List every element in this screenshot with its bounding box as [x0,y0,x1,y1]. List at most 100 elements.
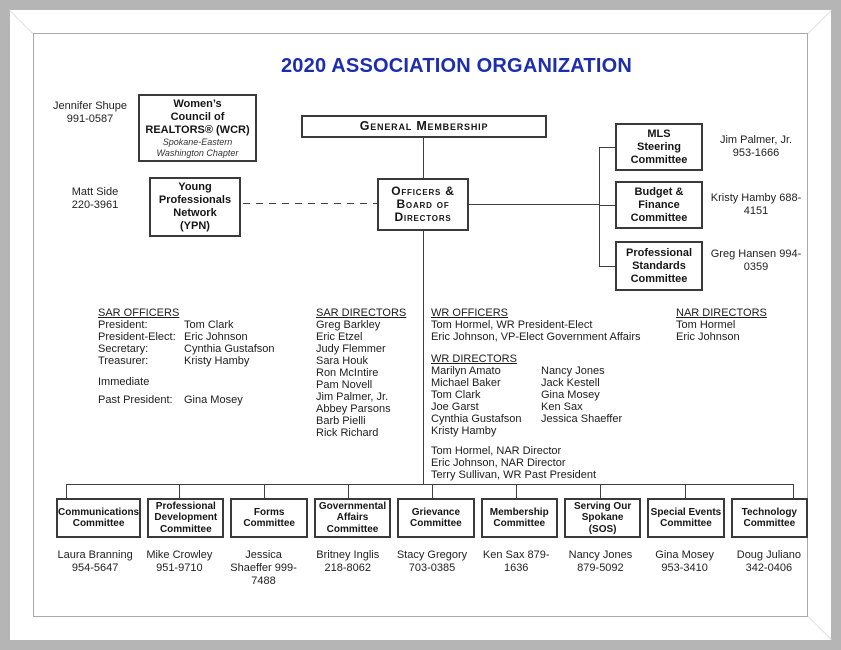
chair-phone: 951-9710 [156,562,203,574]
box-line: Special Events [650,506,722,518]
ypn-contact: Matt Side 220-3961 [60,186,130,212]
director-name: Tom Clark [431,389,481,401]
box-line: Professional [625,246,693,259]
box-line: MLS [647,127,671,140]
director-name: Abbey Parsons [316,403,391,415]
box-line: Technology [741,506,797,518]
committee-box-governmental-affairs: Governmental Affairs Committee [313,498,392,538]
committee-box-grievance: Grievance Committee [397,498,475,538]
chair-name: Ken Sax [482,549,525,561]
wr-lists: WR OFFICERS Tom Hormel, WR President-Ele… [431,307,666,481]
chair-phone: 879-1636 [503,549,550,574]
contact-phone: 953-1666 [732,147,780,159]
list-heading: SAR DIRECTORS [316,307,407,319]
director-name: Cynthia Gustafson [431,413,522,425]
contact-phone: 991-0587 [66,113,114,125]
general-membership-box: General Membership [301,115,547,138]
contact-name: Kristy Hamby [710,192,777,204]
director-line: Eric Johnson, NAR Director [431,457,566,469]
officer-name: Kristy Hamby [184,355,250,367]
box-line: Governmental [318,500,387,512]
list-heading: WR OFFICERS [431,307,508,319]
connector-line [348,484,349,498]
wr-directors-col1: Marilyn Amato Michael Baker Tom Clark Jo… [431,365,541,437]
contact-name: Jennifer Shupe [53,100,127,112]
committee-chair: Britney Inglis 218-8062 [309,549,387,588]
box-line: (YPN) [180,220,210,232]
director-name: Joe Garst [431,401,479,413]
wcr-contact: Jennifer Shupe 991-0587 [44,100,136,126]
contact-phone: 994-0359 [743,248,802,273]
connector-line [469,204,599,205]
director-name: Judy Flemmer [316,343,386,355]
officer-role: President-Elect: [98,331,176,343]
connector-line [599,205,615,206]
officers-board-box: Officers & Board of Directors [377,178,469,231]
wr-directors-col2: Nancy Jones Jack Kestell Gina Mosey Ken … [541,365,666,437]
director-name: Pam Novell [316,379,373,391]
committee-box-communications: Communications Committee [56,498,142,538]
sar-officers-list: SAR OFFICERS President: Tom Clark Presid… [98,307,316,406]
contact-phone: 688-4151 [743,192,802,217]
mls-contact: Jim Palmer, Jr. 953-1666 [710,134,802,160]
committee-chair: Laura Branning 954-5647 [56,549,134,588]
box-line: Council of [170,111,225,123]
director-name: Jack Kestell [541,377,600,389]
standards-contact: Greg Hansen 994-0359 [710,248,802,274]
box-line: Professionals [158,194,232,206]
director-line: Terry Sullivan, WR Past President [431,469,597,481]
connector-line [179,484,180,498]
connector-line [423,231,424,484]
director-name: Eric Etzel [316,331,363,343]
sar-directors-list: SAR DIRECTORS Greg Barkley Eric Etzel Ju… [316,307,416,439]
officer-line: Eric Johnson, VP-Elect Government Affair… [431,331,641,343]
box-line: Forms [253,506,285,518]
chair-phone: 999-7488 [251,562,297,587]
connector-line [516,484,517,498]
box-line: REALTORS® (WCR) [145,124,250,136]
box-line: Committee [410,518,462,529]
committee-box-membership: Membership Committee [480,498,558,538]
box-line: Committee [660,518,712,529]
box-line: Committee [243,518,295,529]
chair-name: Doug Juliano [736,549,801,561]
officer-line: Tom Hormel, WR President-Elect [431,319,593,331]
box-line: (SOS) [588,523,617,535]
chair-name: Jessica Shaeffer [230,549,282,574]
chair-name: Gina Mosey [655,549,714,561]
chair-phone: 218-8062 [324,562,372,574]
director-line: Tom Hormel, NAR Director [431,445,562,457]
box-line: Communications [58,506,140,518]
contact-name: Jim Palmer, Jr. [719,134,793,146]
director-name: Ron McIntire [316,367,379,379]
chair-name: Laura Branning [57,549,133,561]
connector-line [685,484,686,498]
connector-line [599,147,600,267]
box-line: Women’s [173,98,222,110]
wcr-box: Women’s Council of REALTORS® (WCR) Spoka… [138,94,257,162]
director-name: Barb Pielli [316,415,366,427]
box-line: Affairs [336,512,369,524]
budget-finance-box: Budget & Finance Committee [615,181,703,229]
chair-phone: 954-5647 [71,562,119,574]
connector-line [423,138,424,178]
director-name: Ken Sax [541,401,583,413]
committee-chair: Nancy Jones 879-5092 [561,549,639,588]
box-line: Committee [72,518,125,529]
chair-phone: 342-0406 [745,562,793,574]
box-line: Grievance [411,506,461,518]
chair-phone: 703-0385 [408,562,456,574]
director-name: Kristy Hamby [431,425,497,437]
box-line: Committee [326,523,379,535]
officer-name: Gina Mosey [184,394,243,406]
ypn-box: Young Professionals Network (YPN) [149,177,241,237]
connector-line [66,484,793,485]
committee-chair: Stacy Gregory 703-0385 [393,549,471,588]
box-line: Standards [632,259,686,272]
chair-name: Stacy Gregory [396,549,468,561]
box-line: Committee [743,518,796,529]
list-heading: WR DIRECTORS [431,353,517,365]
connector-line [793,484,794,498]
officer-role: President: [98,319,148,331]
box-line: Directors [394,210,452,224]
